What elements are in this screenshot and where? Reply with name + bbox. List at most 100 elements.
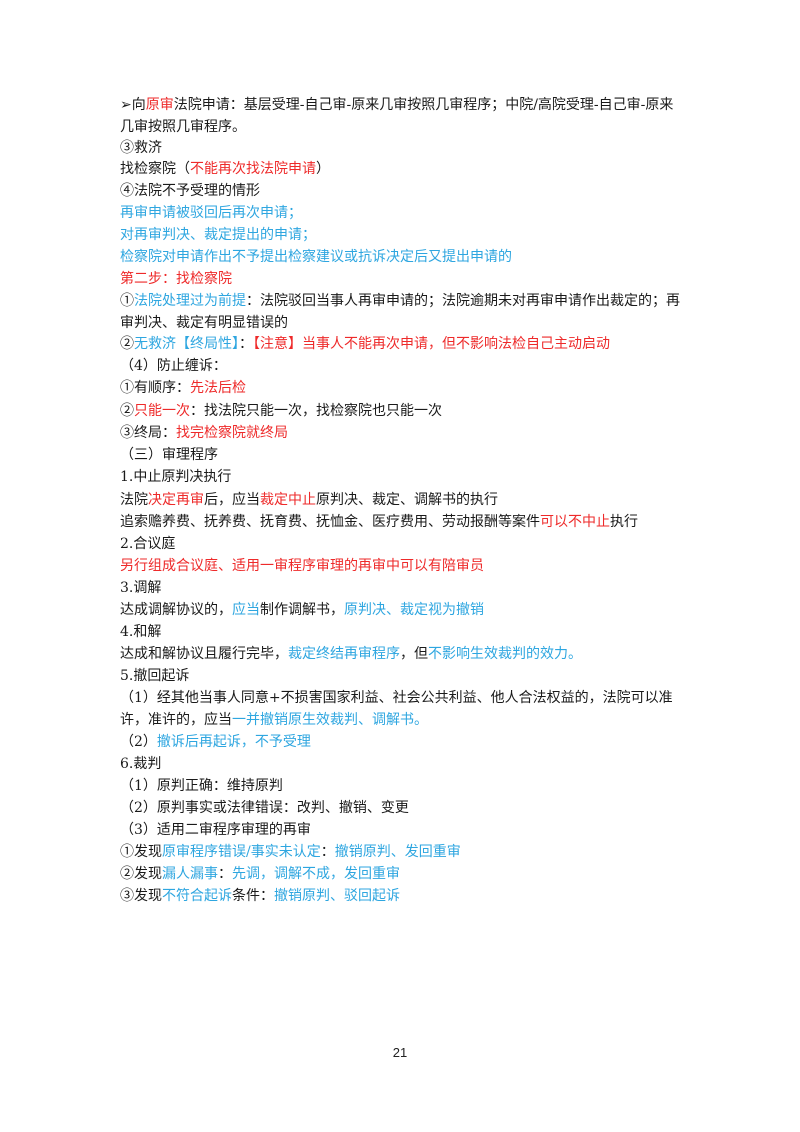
text-segment: 无救济【终局性】 (134, 336, 239, 352)
text-segment: 不影响生效裁判的效力。 (428, 646, 582, 662)
text-segment: ①有顺序： (120, 380, 190, 396)
text-segment: 法院申请：基层受理-自己审-原来几审按照几审程序；中院/高院受理-自己审-原来几… (120, 97, 674, 135)
text-segment: 条件： (232, 888, 274, 904)
text-line: 另行组成合议庭、适用一审程序审理的再审中可以有陪审员 (120, 555, 685, 577)
text-segment: 后，应当 (204, 492, 260, 508)
text-segment: 5.撤回起诉 (120, 668, 190, 684)
text-segment: 对再审判决、裁定提出的申请； (120, 227, 316, 243)
text-segment: 达成和解协议且履行完毕， (120, 646, 288, 662)
text-line: （2）原判事实或法律错误：改判、撤销、变更 (120, 797, 685, 819)
text-segment: 追索赡养费、抚养费、抚育费、抚恤金、医疗费用、劳动报酬等案件 (120, 514, 540, 530)
text-segment: （4）防止缠诉： (120, 358, 227, 374)
text-line: （1）经其他当事人同意+不损害国家利益、社会公共利益、他人合法权益的，法院可以准… (120, 687, 685, 731)
text-line: 达成和解协议且履行完毕，裁定终结再审程序，但不影响生效裁判的效力。 (120, 643, 685, 665)
text-segment: ： (320, 844, 335, 860)
text-segment: 法院处理过为前提 (134, 293, 246, 309)
text-segment: 撤销原判、发回重审 (334, 844, 461, 860)
text-line: ①发现原审程序错误/事实未认定：撤销原判、发回重审 (120, 841, 685, 863)
text-line: ②无救济【终局性】：【注意】当事人不能再次申请，但不影响法检自己主动启动 (120, 333, 685, 355)
text-segment: 应当 (232, 602, 260, 618)
text-segment: 2.合议庭 (120, 536, 176, 552)
text-segment: ① (120, 293, 134, 309)
text-segment: 第二步：找检察院 (120, 271, 232, 287)
text-segment: （3）适用二审程序审理的再审 (120, 822, 311, 838)
text-line: ①法院处理过为前提：法院驳回当事人再审申请的；法院逾期未对再审申请作出裁定的；再… (120, 290, 685, 334)
text-line: ①有顺序：先法后检 (120, 377, 685, 399)
text-segment: ①发现 (120, 844, 162, 860)
text-segment: 裁定中止 (260, 492, 316, 508)
text-segment: 再审申请被驳回后再次申请； (120, 205, 302, 221)
text-segment: ② (120, 336, 134, 352)
text-line: ②发现漏人漏事：先调，调解不成，发回重审 (120, 863, 685, 885)
text-line: ②只能一次：找法院只能一次，找检察院也只能一次 (120, 400, 685, 422)
text-line: （1）原判正确：维持原判 (120, 775, 685, 797)
text-segment: 检察院对申请作出不予提出检察建议或抗诉决定后又提出申请的 (120, 249, 512, 265)
text-segment: ➢向 (120, 97, 146, 113)
text-line: 追索赡养费、抚养费、抚育费、抚恤金、医疗费用、劳动报酬等案件可以不中止执行 (120, 511, 685, 533)
text-line: 对再审判决、裁定提出的申请； (120, 224, 685, 246)
text-segment: 原审 (145, 97, 174, 113)
text-segment: 4.和解 (120, 624, 162, 640)
text-segment: ） (316, 161, 330, 177)
text-segment: ④法院不予受理的情形 (120, 183, 260, 199)
text-segment: 撤诉后再起诉，不予受理 (156, 734, 311, 750)
text-line: ③救济 (120, 137, 685, 159)
text-segment: ，但 (400, 646, 428, 662)
text-segment: ③发现 (120, 888, 162, 904)
text-segment: 6.裁判 (120, 756, 162, 772)
text-segment: 不符合起诉 (162, 888, 232, 904)
text-segment: （1）经其他当事人同意+不损害国家利益、社会公共利益、他人合法权益的，法院可以准… (120, 690, 673, 728)
text-segment: 找检察院（ (120, 161, 190, 177)
text-segment: （1）原判正确：维持原判 (120, 778, 283, 794)
text-segment: 原审程序错误/事实未认定 (162, 844, 321, 860)
text-segment: 1.中止原判决执行 (120, 469, 232, 485)
text-segment: 漏人漏事 (162, 866, 218, 882)
page-number: 21 (392, 1045, 408, 1060)
text-segment: 先法后检 (190, 380, 246, 396)
text-segment: ： (218, 866, 232, 882)
text-segment: 先调，调解不成，发回重审 (232, 866, 400, 882)
text-segment: 3.调解 (120, 580, 162, 596)
text-segment: 法院 (120, 492, 148, 508)
text-segment: 执行 (610, 514, 638, 530)
text-line: 2.合议庭 (120, 533, 685, 555)
text-segment: 找完检察院就终局 (176, 425, 288, 441)
text-segment: 不能再次找法院申请 (190, 161, 316, 177)
text-segment: ③救济 (120, 140, 162, 156)
text-segment: 决定再审 (148, 492, 204, 508)
text-segment: ：法院驳回当事人再审申请的；法院逾期未对再审申请作出裁定的；再审判决、裁定有明显… (120, 293, 680, 331)
text-segment: ②发现 (120, 866, 162, 882)
text-segment: 达成调解协议的， (120, 602, 232, 618)
text-segment: 一并撤销原生效裁判、调解书。 (232, 712, 428, 728)
text-line: 6.裁判 (120, 753, 685, 775)
text-line: ➢向原审法院申请：基层受理-自己审-原来几审按照几审程序；中院/高院受理-自己审… (120, 94, 685, 138)
text-line: 4.和解 (120, 621, 685, 643)
text-segment: ② (120, 403, 134, 419)
text-segment: 另行组成合议庭、适用一审程序审理的再审中可以有陪审员 (120, 558, 484, 574)
text-line: （3）适用二审程序审理的再审 (120, 819, 685, 841)
text-segment: ③终局： (120, 425, 176, 441)
text-segment: 撤销原判、驳回起诉 (274, 888, 400, 904)
text-line: （4）防止缠诉： (120, 355, 685, 377)
text-segment: 可以不中止 (540, 514, 610, 530)
text-line: 5.撤回起诉 (120, 665, 685, 687)
text-line: 检察院对申请作出不予提出检察建议或抗诉决定后又提出申请的 (120, 246, 685, 268)
text-segment: （2） (120, 734, 157, 750)
text-line: ③发现不符合起诉条件：撤销原判、驳回起诉 (120, 885, 685, 907)
text-line: 找检察院（不能再次找法院申请） (120, 158, 685, 180)
text-line: 法院决定再审后，应当裁定中止原判决、裁定、调解书的执行 (120, 489, 685, 511)
text-segment: 原判决、裁定、调解书的执行 (316, 492, 498, 508)
text-segment: （三）审理程序 (120, 447, 218, 463)
text-segment: 原判决、裁定视为撤销 (344, 602, 484, 618)
text-line: 达成调解协议的，应当制作调解书，原判决、裁定视为撤销 (120, 599, 685, 621)
text-segment: 只能一次 (134, 403, 190, 419)
text-line: 3.调解 (120, 577, 685, 599)
text-segment: 【注意】当事人不能再次申请，但不影响法检自己主动启动 (253, 336, 610, 352)
text-segment: ：找法院只能一次，找检察院也只能一次 (190, 403, 442, 419)
text-line: ④法院不予受理的情形 (120, 180, 685, 202)
text-segment: 裁定终结再审程序 (288, 646, 400, 662)
text-line: （2）撤诉后再起诉，不予受理 (120, 731, 685, 753)
text-line: 再审申请被驳回后再次申请； (120, 202, 685, 224)
text-line: ③终局：找完检察院就终局 (120, 422, 685, 444)
